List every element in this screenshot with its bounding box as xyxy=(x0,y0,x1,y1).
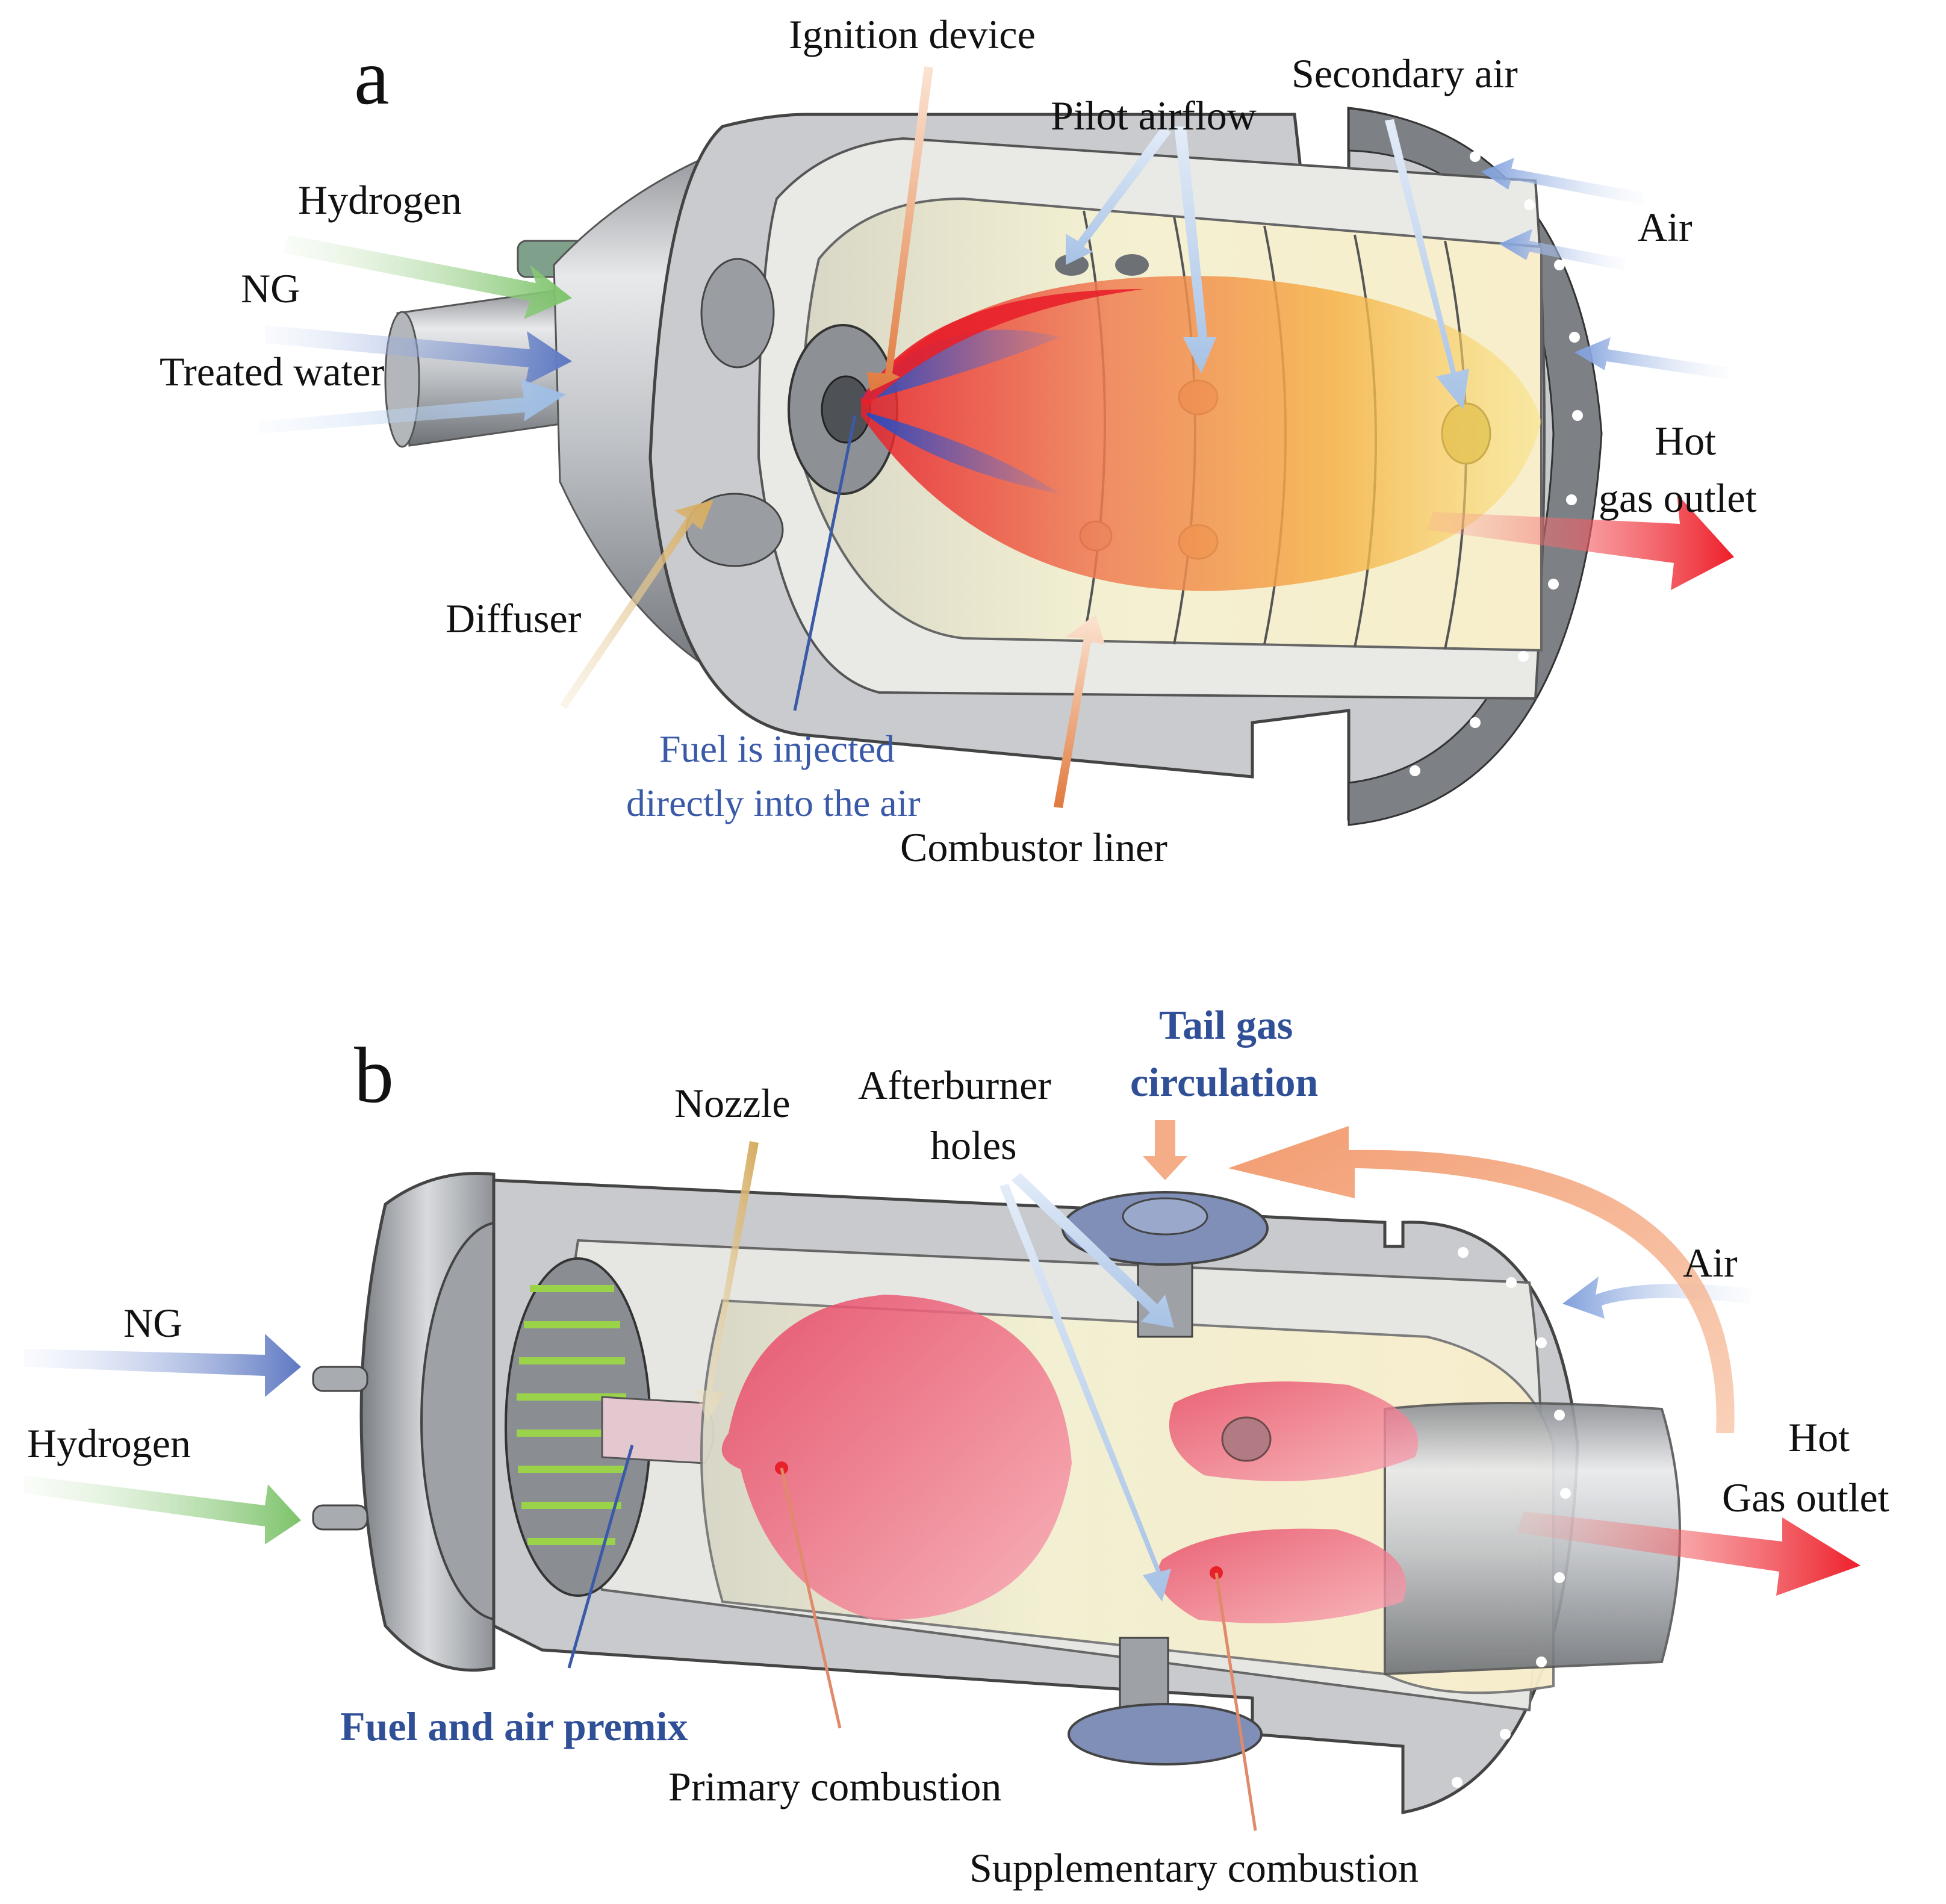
afterburner-label-line2: holes xyxy=(930,1122,1017,1168)
secondary-air-label: Secondary air xyxy=(1292,51,1518,96)
hydrogen-label-a: Hydrogen xyxy=(298,177,462,223)
primary-combustion-zone xyxy=(721,1295,1072,1620)
ignition-device-label: Ignition device xyxy=(789,11,1036,57)
air-label-a: Air xyxy=(1638,204,1693,250)
pilot-airflow-label: Pilot airflow xyxy=(1051,93,1257,138)
tail-gas-label-line2: circulation xyxy=(1130,1059,1318,1105)
hot-label-a: Hot xyxy=(1655,418,1716,464)
primary-combustion-label: Primary combustion xyxy=(668,1764,1001,1809)
supplementary-combustion-line xyxy=(1214,1572,1257,1831)
primary-combustion-line xyxy=(780,1467,842,1729)
secondary-air-arrow xyxy=(1385,119,1469,409)
diffuser-label: Diffuser xyxy=(446,596,582,641)
ng-label-b: NG xyxy=(123,1300,182,1346)
panel-b-letter: b xyxy=(354,1031,394,1119)
ng-arrow-b xyxy=(24,1334,301,1397)
hydrogen-label-b: Hydrogen xyxy=(27,1420,191,1466)
fuel-injection-line xyxy=(793,415,857,711)
hot-label-b: Hot xyxy=(1788,1414,1850,1460)
premix-line xyxy=(567,1445,634,1669)
air-label-b: Air xyxy=(1683,1240,1738,1286)
panel-b: b xyxy=(24,1002,1889,1891)
hot-gas-outlet-arrow-b xyxy=(1517,1511,1861,1596)
gas-outlet-label-b: Gas outlet xyxy=(1722,1475,1889,1520)
ng-arrow-a xyxy=(265,325,572,385)
afterburner-arrow-2 xyxy=(999,1184,1171,1602)
fuel-injected-label-line2: directly into the air xyxy=(626,782,921,824)
combustor-liner-arrow xyxy=(1054,614,1105,808)
fuel-air-premix-label: Fuel and air premix xyxy=(340,1703,688,1749)
tail-gas-label-line1: Tail gas xyxy=(1159,1002,1293,1048)
tail-gas-circulation-arrow xyxy=(1228,1126,1735,1433)
gas-outlet-label-a: gas outlet xyxy=(1599,475,1757,521)
diffuser-arrow xyxy=(560,500,713,709)
ignition-arrow xyxy=(867,66,933,391)
fuel-injected-label-line1: Fuel is injected xyxy=(659,727,895,770)
panel-a-letter: a xyxy=(354,33,390,121)
panel-a-flame xyxy=(861,276,1541,591)
air-arrow-a-3 xyxy=(1575,337,1728,379)
nozzle-arrow xyxy=(692,1141,759,1421)
pilot-arrow-2 xyxy=(1174,126,1216,373)
hydrogen-arrow-a xyxy=(283,235,572,319)
afterburner-label-line1: Afterburner xyxy=(858,1062,1051,1108)
ng-label-a: NG xyxy=(241,266,300,311)
panel-a: a xyxy=(160,11,1757,870)
treated-water-label: Treated water xyxy=(160,349,385,394)
panel-b-arrows xyxy=(24,1120,1861,1831)
supplementary-combustion-label: Supplementary combustion xyxy=(969,1845,1419,1891)
tail-gas-inlet-arrow xyxy=(1143,1120,1187,1180)
afterburner-arrow-1 xyxy=(1012,1173,1174,1328)
hot-gas-outlet-arrow-a xyxy=(1427,494,1734,590)
combustor-liner-label: Combustor liner xyxy=(900,824,1167,870)
pilot-arrow-1 xyxy=(1066,126,1171,265)
air-arrow-a-1 xyxy=(1481,158,1644,205)
hydrogen-arrow-b xyxy=(24,1475,301,1545)
air-arrow-a-2 xyxy=(1499,229,1626,271)
treated-water-arrow-a xyxy=(259,379,566,434)
panel-a-arrows xyxy=(259,66,1734,808)
nozzle-label: Nozzle xyxy=(674,1080,791,1126)
